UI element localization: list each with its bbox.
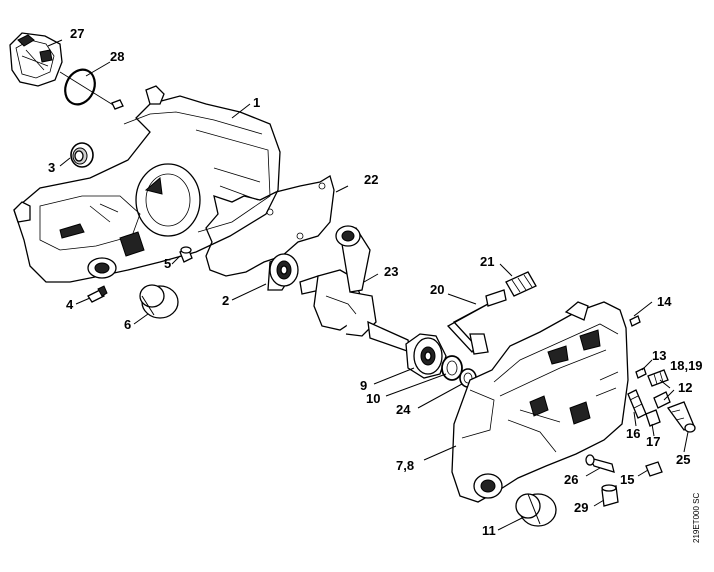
callout-6: 6 <box>124 317 131 332</box>
callout-21: 21 <box>480 254 494 269</box>
part-15-spring <box>645 461 663 477</box>
part-18-19-spring <box>647 369 669 387</box>
part-3-oil-seal <box>70 142 94 168</box>
callout-labels: 27 28 1 3 22 5 4 6 2 23 21 20 14 13 18,1… <box>48 26 703 538</box>
callout-20: 20 <box>430 282 444 297</box>
part-29-sleeve <box>601 484 619 507</box>
part-25-adjusting-screw <box>666 401 696 433</box>
callout-29: 29 <box>574 500 588 515</box>
part-6-cap <box>139 284 179 319</box>
part-4-nipple <box>87 285 108 303</box>
part-1-crankcase-left <box>13 85 281 283</box>
callout-18-19: 18,19 <box>670 358 703 373</box>
part-23-crankshaft <box>299 225 411 353</box>
callout-13: 13 <box>652 348 666 363</box>
callout-27: 27 <box>70 26 84 41</box>
callout-4: 4 <box>66 297 74 312</box>
callout-23: 23 <box>384 264 398 279</box>
part-13-pin <box>635 367 647 379</box>
callout-28: 28 <box>110 49 124 64</box>
part-5-sleeve <box>179 246 193 263</box>
callout-11: 11 <box>482 523 496 538</box>
part-26-screw <box>585 454 615 473</box>
callout-9: 9 <box>360 378 367 393</box>
callout-15: 15 <box>620 472 634 487</box>
part-14-screw <box>629 315 641 327</box>
leader-lines <box>47 39 689 531</box>
part-12-sleeve <box>653 391 671 409</box>
part-11-cap <box>515 493 557 527</box>
callout-7-8: 7,8 <box>396 458 414 473</box>
part-10-circlip <box>441 355 463 381</box>
callout-22: 22 <box>364 172 378 187</box>
part-21-stud <box>505 271 537 297</box>
part-20-tensioner-bar <box>446 289 507 355</box>
part-2-ball-bearing <box>267 253 299 291</box>
part-9-ball-bearing <box>405 333 447 379</box>
callout-14: 14 <box>657 294 672 309</box>
callout-16: 16 <box>626 426 640 441</box>
callout-3: 3 <box>48 160 55 175</box>
callout-5: 5 <box>164 256 171 271</box>
part-22-gasket <box>205 175 335 277</box>
callout-12: 12 <box>678 380 692 395</box>
part-16-spring <box>627 389 647 419</box>
figure-reference-code: 219ET000 SC <box>692 492 701 543</box>
callout-26: 26 <box>564 472 578 487</box>
part-7-8-crankcase-right <box>451 301 629 503</box>
callout-2: 2 <box>222 293 229 308</box>
part-28-o-ring <box>59 68 124 110</box>
callout-24: 24 <box>396 402 411 417</box>
callout-10: 10 <box>366 391 380 406</box>
callout-17: 17 <box>646 434 660 449</box>
callout-25: 25 <box>676 452 690 467</box>
part-27-housing <box>9 32 63 87</box>
callout-1: 1 <box>253 95 260 110</box>
part-17-spring <box>645 409 661 427</box>
